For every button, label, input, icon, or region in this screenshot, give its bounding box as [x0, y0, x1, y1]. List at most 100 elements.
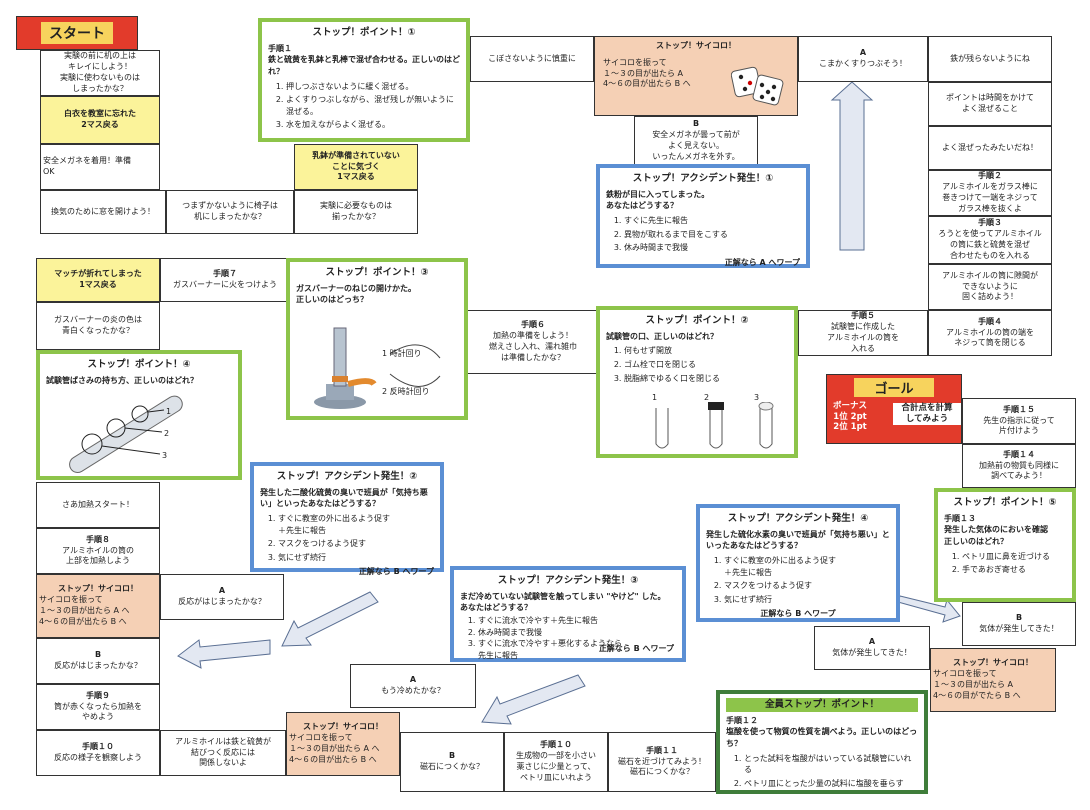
accident-card-3[interactable]: ストップ！アクシデント発生！③ まだ冷めていない試験管を触ってしまい "やけど"…	[450, 566, 686, 662]
point-card-5[interactable]: ストップ！ポイント！⑤ 手順１３ 発生した気体のにおいを確認 正しいのはどれ？ …	[934, 488, 1076, 602]
option[interactable]: 押しつぶさないように緩く混ぜる。	[286, 81, 460, 93]
card-title: 全員ストップ！ポイント！	[726, 698, 918, 712]
point-card-1[interactable]: ストップ！ポイント！① 手順１ 鉄と硫黄を乳鉢と乳棒で混ぜ合わせる。正しいのはど…	[258, 18, 470, 142]
dice-line: サイコロを振って	[603, 57, 667, 67]
option[interactable]: ペトリ皿に鼻を近づける	[962, 551, 1066, 563]
board-square[interactable]: さあ加熱スタート！	[36, 482, 160, 528]
option[interactable]: ペトリ皿にとった少量の試料に塩酸を垂らす	[744, 778, 918, 790]
board-square[interactable]: 換気のために窓を開けよう！	[40, 190, 166, 234]
board-square[interactable]: 実験の前に机の上は キレイにしよう！ 実験に使わないものは しまったかな？	[40, 50, 160, 96]
option[interactable]: 異物が取れるまで目をこする	[624, 229, 800, 241]
option[interactable]: マスクをつけるよう促す	[724, 580, 890, 592]
dice-square-1[interactable]: ストップ！サイコロ！ サイコロを振って １～３の目が出たら A 4～６の目が出た…	[594, 36, 798, 116]
point-card-2[interactable]: ストップ！ポイント！② 試験管の口、正しいのはどれ？ 何もせず開放 ゴム栓で口を…	[596, 306, 798, 458]
board-square[interactable]: こぼさないように慎重に	[470, 36, 594, 82]
square-text: アルミホイルの筒の 上部を加熱しよう	[62, 545, 134, 566]
option[interactable]: すぐに教室の外に出るよう促す ＋先生に報告	[724, 555, 890, 578]
option[interactable]: 手であおぎ寄せる	[962, 564, 1066, 576]
accident-card-2[interactable]: ストップ！アクシデント発生！② 発生した二酸化硫黄の臭いで班員が「気持ち悪い」と…	[250, 462, 444, 576]
board-square[interactable]: マッチが折れてしまった 1マス戻る	[36, 258, 160, 302]
board-square[interactable]: アルミホイルは鉄と硫黄が 結びつく反応には 関係しないよ	[160, 730, 286, 776]
option[interactable]: 水を加えながらよく混ぜる。	[286, 119, 460, 131]
option-list: 何もせず開放 ゴム栓で口を閉じる 脱脂綿でゆるく口を閉じる	[606, 345, 788, 384]
option-list: ペトリ皿に鼻を近づける 手であおぎ寄せる	[944, 551, 1066, 576]
option[interactable]: すぐに流水で冷やす＋悪化するようなら 先生に報告	[478, 638, 676, 661]
dice-line: 4～６の目が出たら B へ	[603, 79, 691, 89]
option[interactable]: 1 時計回り	[382, 349, 422, 358]
option[interactable]: ゴム栓で口を閉じる	[624, 359, 788, 371]
board-square[interactable]: 安全メガネを着用！準備 OK	[40, 144, 160, 190]
point-card-all[interactable]: 全員ストップ！ポイント！ 手順１２ 塩酸を使って物質の性質を調べよう。正しいのは…	[716, 690, 928, 794]
option[interactable]: 気にせず続行	[724, 594, 890, 606]
board-square[interactable]: 実験に必要なものは 揃ったかな？	[294, 190, 418, 234]
accident-card-1[interactable]: ストップ！アクシデント発生！① 鉄粉が目に入ってしまった。 あなたはどうする？ …	[596, 164, 810, 268]
square-text: 白衣を教室に忘れた 2マス戻る	[64, 109, 136, 129]
start-square[interactable]: スタート	[16, 16, 138, 50]
option[interactable]: とった試料を塩酸がはいっている試験管にいれる	[744, 753, 918, 776]
option[interactable]: 2 反時計回り	[382, 387, 430, 396]
option[interactable]: マスクをつけるよう促す	[278, 538, 434, 550]
square-text: 気体が発生してきた！	[832, 648, 912, 657]
board-square[interactable]: 鉄が残らないようにね	[928, 36, 1052, 82]
square-text: 加熱の準備をしよう！ 燃えさし入れ、濡れ雑巾 は準備したかな？	[488, 331, 578, 362]
option[interactable]: 休み時間まで我慢	[624, 242, 800, 254]
option[interactable]: 気にせず続行	[278, 552, 434, 564]
board-square[interactable]: ガスバーナーの炎の色は 青白くなったかな？	[36, 302, 160, 350]
option[interactable]: すぐに先生に報告	[624, 215, 800, 227]
option[interactable]: 休み時間まで我慢	[478, 627, 676, 639]
board-square[interactable]: 白衣を教室に忘れた 2マス戻る	[40, 96, 160, 144]
square-letter: A	[868, 637, 876, 647]
option-list: すぐに教室の外に出るよう促す ＋先生に報告 マスクをつけるよう促す 気にせず続行	[260, 513, 434, 563]
board-square[interactable]: つまずかないように椅子は 机にしまったかな？	[166, 190, 294, 234]
board-square[interactable]: アルミホイルの筒に隙間が できないように 固く詰めよう！	[928, 264, 1052, 310]
board-square[interactable]: よく混ぜったみたいだね！	[928, 126, 1052, 170]
option[interactable]: 何もせず開放	[624, 345, 788, 357]
point-card-4[interactable]: ストップ！ポイント！④ 試験管ばさみの持ち方、正しいのはどれ？ 1 2 3	[36, 350, 242, 480]
holder-label: 1	[166, 407, 172, 416]
option[interactable]: よくすりつぶしながら、混ぜ残しが無いように混ぜる。	[286, 94, 460, 117]
board-square[interactable]: ポイントは時間をかけて よく混ぜること	[928, 82, 1052, 126]
card-question: 手順１ 鉄と硫黄を乳鉢と乳棒で混ぜ合わせる。正しいのはどれ？	[268, 43, 460, 76]
dice-line: 4～６の目が出たら B へ	[39, 616, 127, 626]
dice-square-3[interactable]: ストップ！サイコロ！ サイコロを振って １～３の目が出たら A へ 4～６の目が…	[286, 712, 400, 776]
card-title: ストップ！アクシデント発生！④	[727, 513, 869, 524]
dice-line: 4～６の目が出たら B へ	[289, 754, 377, 764]
point-card-3[interactable]: ストップ！ポイント！③ ガスバーナーのねじの開けかた。 正しいのはどっち？ 1 …	[286, 258, 468, 420]
accident-card-4[interactable]: ストップ！アクシデント発生！④ 発生した硫化水素の臭いで班員が「気持ち悪い」とい…	[696, 504, 900, 622]
card-question: 手順１３ 発生した気体のにおいを確認 正しいのはどれ？	[944, 513, 1048, 546]
option[interactable]: すぐに流水で冷やす＋先生に報告	[478, 615, 676, 627]
square-text: マッチが折れてしまった 1マス戻る	[54, 269, 142, 289]
option-list: 押しつぶさないように緩く混ぜる。 よくすりつぶしながら、混ぜ残しが無いように混ぜ…	[268, 81, 460, 131]
board-square[interactable]: 乳鉢が準備されていない ことに気づく 1マス戻る	[294, 144, 418, 190]
dice-line: １～３の目が出たら A へ	[289, 744, 380, 753]
dice-square-4[interactable]: ストップ！サイコロ！ サイコロを振って １～３の目が出たら A 4～６の目がでた…	[930, 648, 1056, 712]
square-text: こまかくすりつぶそう！	[818, 59, 908, 68]
option[interactable]: 脱脂綿でゆるく口を閉じる	[624, 373, 788, 385]
dice-square-2[interactable]: ストップ！サイコロ！ サイコロを振って １～３の目が出たら A へ 4～６の目が…	[36, 574, 160, 638]
goal-square[interactable]: ゴール ボーナス 1位 2pt 2位 1pt 合計点を計算 してみよう	[826, 374, 962, 444]
option-list: とった試料を塩酸がはいっている試験管にいれる ペトリ皿にとった少量の試料に塩酸を…	[726, 753, 918, 790]
option[interactable]: すぐに教室の外に出るよう促す ＋先生に報告	[278, 513, 434, 536]
start-label: スタート	[41, 22, 113, 44]
